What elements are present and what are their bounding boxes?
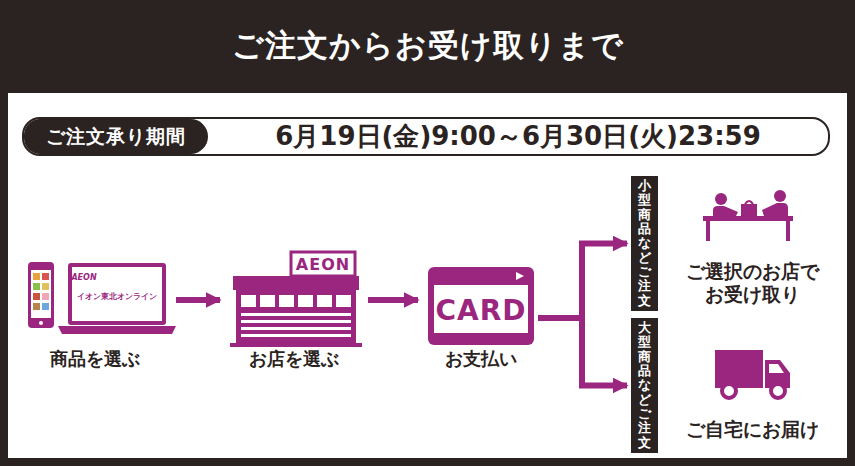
page-title: ご注文からお受け取りまで bbox=[0, 0, 855, 92]
flow-arrow bbox=[176, 297, 220, 303]
step-label: 商品を選ぶ bbox=[50, 347, 140, 371]
store-sign: AEON bbox=[296, 255, 350, 274]
store-icon bbox=[230, 252, 362, 347]
counter-icon bbox=[703, 190, 793, 241]
tag-box: 小型商品などご注文 bbox=[631, 176, 658, 311]
period-dates: 6月19日(金)9:00～6月30日(火)23:59 bbox=[208, 119, 828, 154]
logo-text: AEON bbox=[71, 273, 96, 282]
flow-arrow bbox=[368, 297, 418, 303]
result-box: ご自宅にお届け bbox=[668, 340, 836, 445]
site-name: イオン東北オンライン bbox=[77, 291, 157, 302]
step-label: お店を選ぶ bbox=[249, 347, 339, 371]
flow-arrow bbox=[538, 244, 627, 319]
card-text: CARD bbox=[435, 294, 526, 327]
step-label: ご選択のお店でお受け取り bbox=[678, 260, 826, 306]
vertical-tag-text: 大型商品などご注文 bbox=[638, 320, 651, 451]
period-heading: ご注文承り期間 bbox=[24, 119, 208, 154]
step-box: 商品を選ぶ bbox=[20, 250, 170, 375]
period-box: ご注文承り期間6月19日(金)9:00～6月30日(火)23:59 bbox=[22, 117, 830, 156]
phone-icon bbox=[28, 262, 54, 328]
result-box: ご選択のお店でお受け取り bbox=[668, 185, 836, 310]
truck-icon bbox=[715, 350, 790, 398]
step-label: ご自宅にお届け bbox=[668, 418, 836, 441]
vertical-tag-text: 小型商品などご注文 bbox=[638, 178, 651, 309]
laptop-icon bbox=[58, 263, 176, 334]
step-label: お支払い bbox=[445, 347, 517, 371]
flow-arrow bbox=[538, 318, 627, 386]
tag-box: 大型商品などご注文 bbox=[631, 318, 658, 453]
card-icon bbox=[428, 267, 534, 345]
